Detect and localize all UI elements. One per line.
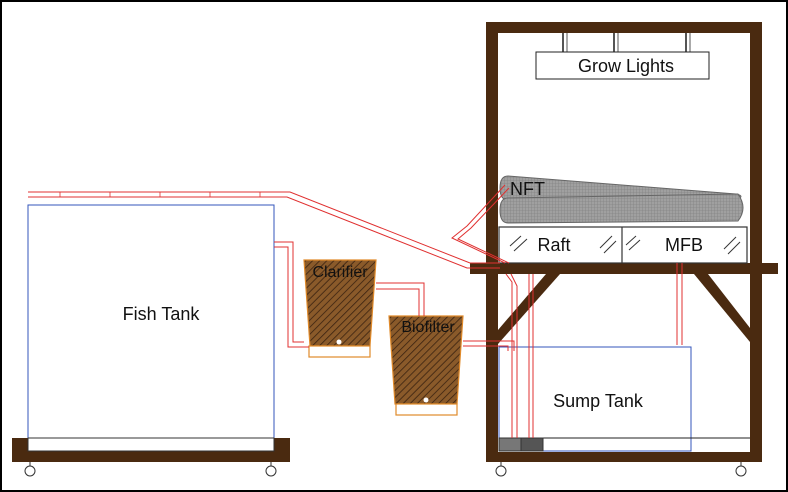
raft-label: Raft <box>537 235 570 255</box>
sump-tank-outline <box>498 346 692 452</box>
sump-tank: Sump Tank <box>498 346 750 452</box>
clarifier-label: Clarifier <box>312 264 368 281</box>
grow-lights: Grow Lights <box>535 33 710 80</box>
sump-tank-label: Sump Tank <box>553 391 644 411</box>
biofilter-label: Biofilter <box>401 319 455 336</box>
fish-tank-label: Fish Tank <box>123 304 201 324</box>
grow-frame-casters <box>495 462 747 477</box>
plumbing <box>28 184 683 438</box>
frame-base <box>486 452 762 462</box>
nft-upper-channel <box>499 175 742 201</box>
beds-box <box>498 226 748 264</box>
pump-right <box>520 437 544 452</box>
grow-lights-box <box>535 51 710 80</box>
biofilter: Biofilter <box>388 315 464 416</box>
raft-mfb-beds: Raft MFB <box>498 226 748 264</box>
fish-tank-outline <box>27 204 275 452</box>
frame-top-beam <box>486 22 762 33</box>
nft-label: NFT <box>510 179 545 199</box>
nft-channels: NFT <box>499 175 744 224</box>
right-brace <box>694 274 750 342</box>
nft-lower-channel <box>499 193 744 224</box>
mfb-label: MFB <box>665 235 703 255</box>
pipe-ticks <box>59 192 261 197</box>
fish-tank-casters <box>24 462 277 477</box>
frame-left-post <box>486 22 498 462</box>
pump-left <box>498 437 522 452</box>
fish-tank: Fish Tank <box>12 204 290 477</box>
frame-middle-shelf <box>470 263 778 274</box>
frame-right-post <box>750 22 762 462</box>
clarifier: Clarifier <box>303 259 377 358</box>
grow-lights-label: Grow Lights <box>578 56 674 76</box>
